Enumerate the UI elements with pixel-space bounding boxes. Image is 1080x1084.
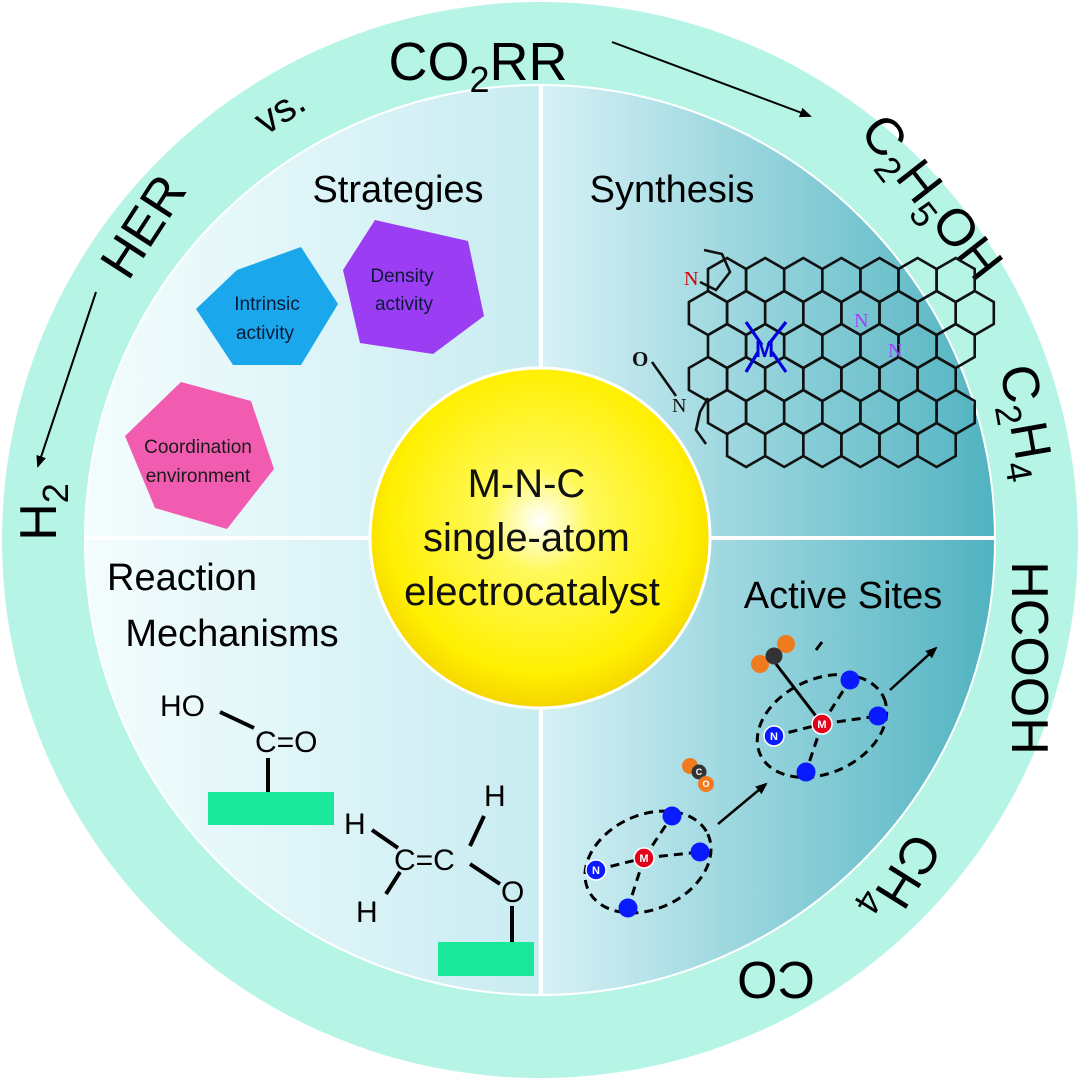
atom-blue xyxy=(840,670,860,690)
formate-bonds xyxy=(219,710,270,794)
adsorbent-block-1 xyxy=(208,792,334,825)
m-n4-bonds xyxy=(744,321,788,373)
synthesis-title: Synthesis xyxy=(590,169,755,211)
site-ring-upper xyxy=(755,673,889,779)
synthesis-n-red: N xyxy=(684,268,698,290)
center-circle xyxy=(368,366,712,710)
co-c-label: C xyxy=(696,767,703,777)
enol-bonds xyxy=(370,815,514,944)
graphene-hexagon xyxy=(916,421,958,469)
hcooh-label: HCOOH xyxy=(1000,561,1058,755)
co-label: CO xyxy=(737,950,815,1008)
h2-label: H2 xyxy=(10,483,76,541)
adsorbate-bond xyxy=(774,663,824,725)
synthesis-n-purple-2: N xyxy=(888,340,902,362)
atom-blue xyxy=(868,706,888,726)
atom-n-upper-label: N xyxy=(770,731,778,743)
active-site-lower: N M C O xyxy=(583,758,714,918)
center-title: M-N-C single-atom electrocatalyst xyxy=(404,462,660,614)
co-molecule-c xyxy=(691,764,707,780)
arrow-lower-to-upper xyxy=(717,782,768,825)
o-label: O xyxy=(501,876,524,909)
atom-m-lower xyxy=(633,847,655,869)
arrow-upper-out xyxy=(889,646,938,691)
pyrrole-ring xyxy=(699,248,732,292)
site-ring-lower xyxy=(583,809,713,915)
adsorbate-o-2 xyxy=(751,655,769,673)
synthesis-n-black: N xyxy=(672,395,686,417)
atom-blue xyxy=(796,762,816,782)
arrow-co2rr-to-products xyxy=(611,41,812,118)
density-activity-hexagon xyxy=(343,220,484,354)
ho-label: HO xyxy=(160,690,205,723)
atom-blue xyxy=(618,898,638,918)
atom-n-lower xyxy=(585,859,607,881)
arrow-her-to-h2 xyxy=(36,291,97,468)
active-site-upper: N M xyxy=(751,635,889,782)
h-left-1-label: H xyxy=(344,808,366,841)
h-top-label: H xyxy=(484,780,506,813)
intrinsic-activity-hexagon xyxy=(196,247,338,365)
co2rr-label: CO2RR xyxy=(388,32,567,100)
atom-blue xyxy=(662,806,682,826)
c-double-c-label: C=C xyxy=(394,844,455,877)
co-molecule-o2 xyxy=(698,776,714,792)
active-sites-title: Active Sites xyxy=(744,575,943,617)
synthesis-n-purple-1: N xyxy=(854,310,868,332)
edge-chain xyxy=(694,397,710,445)
adsorbate-o-1 xyxy=(777,635,795,653)
adsorbate-charge-mark xyxy=(814,641,824,651)
atom-m-upper-label: M xyxy=(817,719,826,731)
co-o-label: O xyxy=(702,779,709,789)
inner-disc-edge xyxy=(84,84,996,996)
atom-blue xyxy=(690,842,710,862)
synthesis-metal-m: M xyxy=(755,336,774,362)
synthesis-o: O xyxy=(632,347,648,371)
graphene-structure xyxy=(687,256,996,469)
atom-m-upper xyxy=(811,713,833,735)
atom-n-lower-label: N xyxy=(592,865,600,877)
strategies-title: Strategies xyxy=(312,169,483,211)
atom-n-upper xyxy=(763,725,785,747)
adsorbent-block-2 xyxy=(438,942,534,976)
coordination-environment-hexagon xyxy=(125,382,274,529)
o-n-bond xyxy=(650,361,678,397)
synthesis-extras xyxy=(650,248,732,445)
atom-m-lower-label: M xyxy=(639,853,648,865)
adsorbate-c xyxy=(765,647,783,665)
c-double-o-label: C=O xyxy=(255,726,318,759)
h-left-2-label: H xyxy=(356,896,378,929)
